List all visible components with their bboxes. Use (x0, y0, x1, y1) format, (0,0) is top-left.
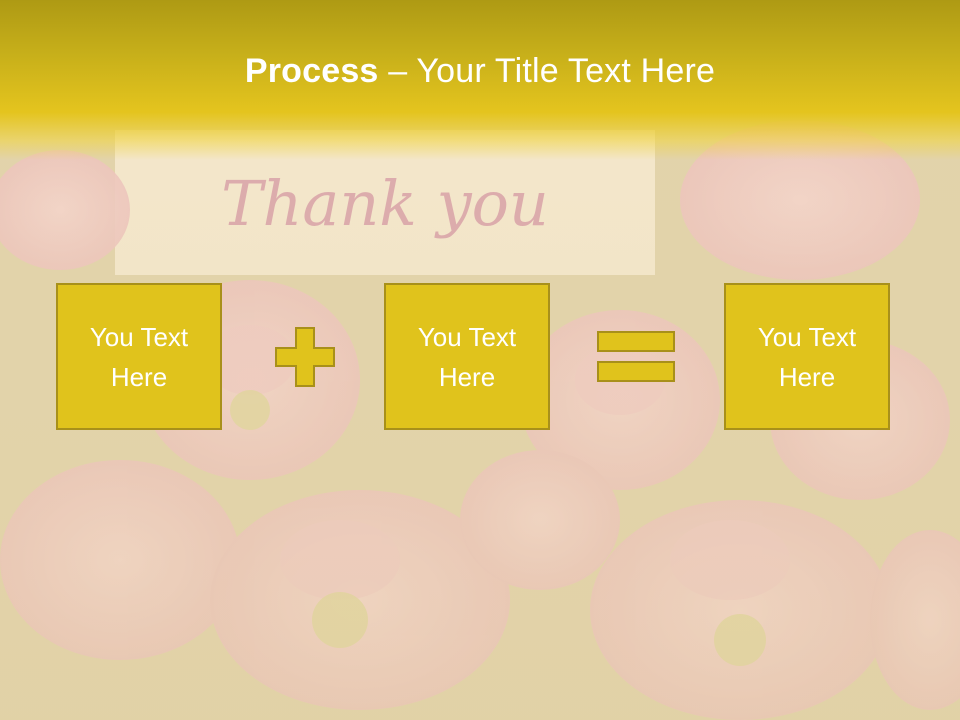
title-rest: Your Title Text Here (416, 52, 716, 90)
process-box-2-text: You Text Here (417, 321, 517, 392)
process-box-2[interactable]: You Text Here (384, 283, 550, 430)
plus-icon (275, 327, 335, 387)
title-dash: – (378, 52, 417, 90)
slide-title: Process – Your Title Text Here (0, 52, 960, 91)
title-bar (0, 0, 960, 160)
thank-you-card-text: Thank you (221, 167, 549, 240)
process-box-3-text: You Text Here (757, 321, 857, 392)
title-bold: Process (244, 52, 379, 90)
process-box-3[interactable]: You Text Here (724, 283, 890, 430)
equals-icon (597, 331, 675, 382)
process-box-1-text: You Text Here (89, 321, 189, 392)
process-box-1[interactable]: You Text Here (56, 283, 222, 430)
